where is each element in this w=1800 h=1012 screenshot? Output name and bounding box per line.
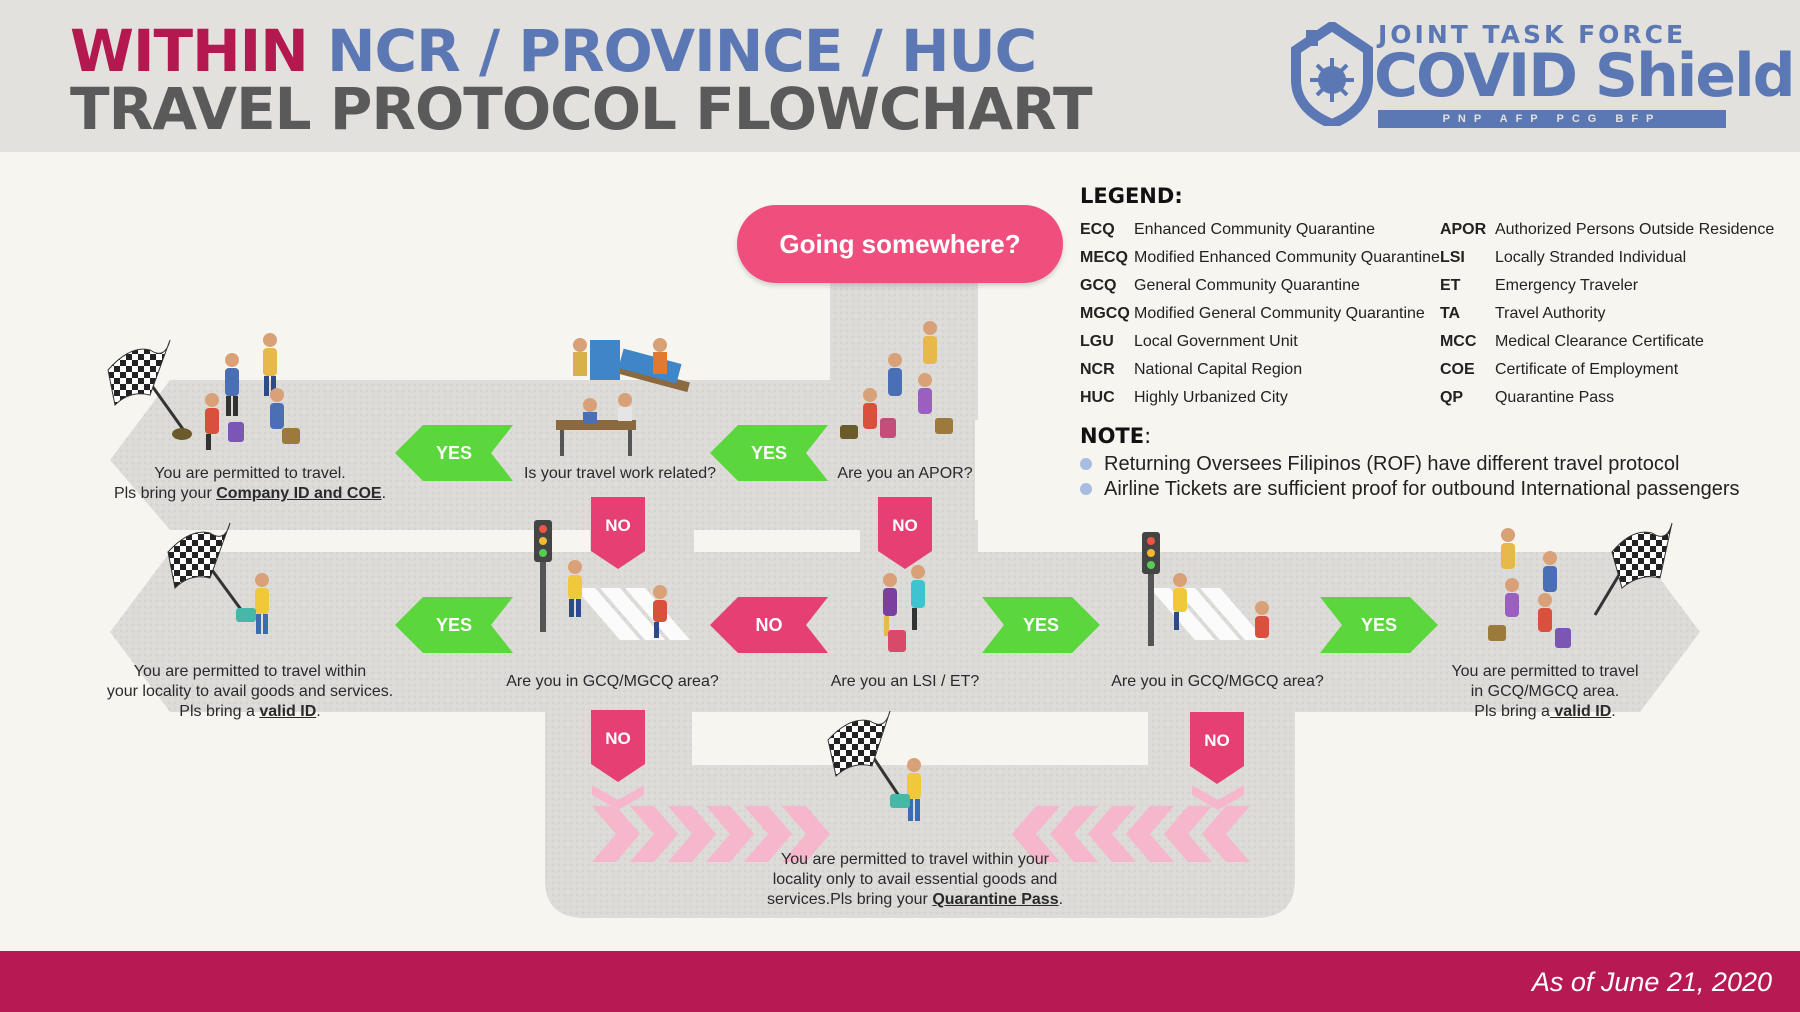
yes-label: YES [1022,615,1060,635]
note-section: NOTE: Returning Oversees Filipinos (ROF)… [1080,424,1780,502]
finish-flag-icon [107,339,192,440]
covid-shield-logo: JOINT TASK FORCE COVID Shield PNP AFP PC… [1290,18,1796,134]
chevrons-left [592,806,830,862]
outcome-work-line1: You are permitted to travel. [154,465,346,482]
yes-arrow-gcq-right-to-permit: YES [1320,597,1438,653]
road-top [110,380,975,530]
no-arrow-lsi-to-gcq-left: NO [710,597,828,653]
yes-arrow-gcq-left-to-local: YES [395,597,513,653]
question-work-related: Is your travel work related? [523,465,717,482]
office-workers-illustration [556,338,690,456]
pedestrians-right [1173,573,1269,638]
required-docs-quarantine-pass: Quarantine Pass [932,891,1059,908]
shopper-figure-left [236,573,269,634]
question-gcq-right: Are you in GCQ/MGCQ area? [1111,673,1324,690]
yes-label: YES [1360,615,1398,635]
question-gcq-left: Are you in GCQ/MGCQ area? [506,673,719,690]
travelers-group-top-left [205,333,300,450]
traffic-light-left [534,520,552,632]
outcome-gcq-permit: You are permitted to travel in GCQ/MGCQ … [1420,662,1670,722]
outcome-work-permit: You are permitted to travel. Pls bring y… [100,464,400,504]
no-arrow-gcq-left-down: NO [591,710,645,782]
outcome-qp-line1: You are permitted to travel within your [781,851,1049,868]
illustrations [107,321,1673,821]
footer-date: As of June 21, 2020 [1531,967,1772,997]
outcome-local-line1: You are permitted to travel within [133,663,367,680]
logo-agencies: PNP AFP PCG BFP [1378,110,1726,128]
outcome-work-line2: Pls bring your Company ID and COE. [113,485,387,502]
travelers-group-right [1488,528,1571,648]
title-line-1: WITHIN NCR / PROVINCE / HUC [70,17,1037,85]
no-arrow-work-down: NO [591,497,645,569]
outcome-gcq-line2: in GCQ/MGCQ area. [1470,683,1620,700]
required-docs-company-id-coe: Company ID and COE [216,485,382,502]
traffic-light-right [1142,532,1160,646]
outcome-gcq-line1: You are permitted to travel [1451,663,1639,680]
finish-flag-icon [1593,522,1673,616]
question-apor: Are you an APOR? [837,465,973,482]
note-item: Airline Tickets are sufficient proof for… [1080,477,1780,502]
outcome-qp-line3: services.Pls bring your Quarantine Pass. [766,891,1064,908]
no-arrow-gcq-right-down: NO [1190,712,1244,784]
no-label: NO [892,516,918,535]
finish-flag-icon [827,710,907,806]
bullet-icon [1080,458,1092,470]
question-lsi-et: Are you an LSI / ET? [830,673,980,690]
required-docs-valid-id: valid ID [259,703,317,720]
yes-arrow-apor-to-work: YES [710,425,828,481]
shopper-figure-bottom [890,758,921,821]
crosswalks [534,520,1265,646]
title-word-area: NCR / PROVINCE / HUC [326,17,1037,85]
outcome-qp-line2: locality only to avail essential goods a… [772,871,1058,888]
lsi-travelers [883,565,925,652]
no-label: NO [605,516,631,535]
no-label: NO [755,615,783,635]
note-title: NOTE: [1080,424,1152,448]
required-docs-valid-id: valid ID [1549,703,1612,720]
outcome-local-line3: Pls bring a valid ID. [179,703,321,720]
logo-line-2: COVID Shield [1374,41,1796,111]
no-label: NO [1204,731,1230,750]
title-line-2: TRAVEL PROTOCOL FLOWCHART [70,75,1093,143]
note-list: Returning Oversees Filipinos (ROF) have … [1080,452,1780,502]
chevrons-down [592,785,1244,810]
outcome-local-line2: your locality to avail goods and service… [106,683,394,700]
outcome-gcq-line3: Pls bring a valid ID. [1474,703,1616,720]
no-label: NO [605,729,631,748]
pedestrians-left [568,560,667,638]
yes-label: YES [435,443,473,463]
no-arrow-apor-down: NO [878,497,932,569]
legend-title: LEGEND: [1080,184,1183,208]
travelers-group-apor [840,321,953,439]
finish-flag-icon [167,522,247,616]
header-banner: WITHIN NCR / PROVINCE / HUC TRAVEL PROTO… [0,0,1800,152]
outcome-quarantine-pass: You are permitted to travel within your … [740,850,1090,910]
outcome-local-permit: You are permitted to travel within your … [100,662,400,722]
yes-label: YES [750,443,788,463]
yes-label: YES [435,615,473,635]
note-item: Returning Oversees Filipinos (ROF) have … [1080,452,1780,477]
footer-bar: As of June 21, 2020 [0,951,1800,1012]
yes-arrow-work-to-permit: YES [395,425,513,481]
logo-line-1: JOINT TASK FORCE [1378,20,1687,49]
start-going-somewhere: Going somewhere? [737,205,1063,283]
shield-icon [1291,22,1373,126]
road-start-vertical [830,270,978,420]
title-word-within: WITHIN [70,17,309,85]
yes-arrow-lsi-to-gcq-right: YES [982,597,1100,653]
bullet-icon [1080,483,1092,495]
chevrons-right [1012,806,1250,862]
